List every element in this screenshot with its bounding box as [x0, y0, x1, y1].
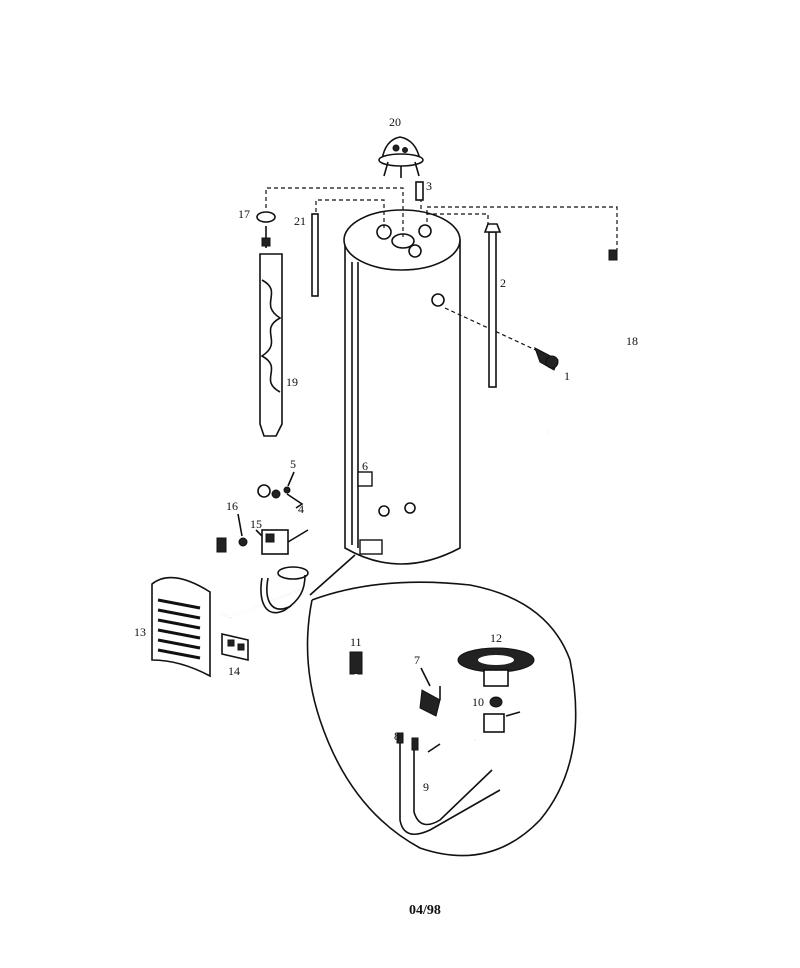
- burner-assembly: [216, 537, 309, 618]
- gas-control-valve: [261, 529, 309, 555]
- anode-rod: [483, 223, 502, 388]
- nipple-part: [415, 181, 424, 201]
- part-label-14: 14: [228, 664, 240, 678]
- part-label-16: 16: [226, 499, 238, 513]
- part-label-13: 13: [134, 625, 146, 639]
- part-label-5: 5: [290, 457, 296, 471]
- dip-tube: [311, 213, 319, 297]
- part-label-7: 7: [414, 653, 420, 667]
- part-label-2: 2: [500, 276, 506, 290]
- detail-parts: [349, 647, 535, 836]
- part-label-3: 3: [426, 179, 432, 193]
- label-plate: [357, 471, 373, 487]
- small-fittings: [257, 484, 304, 509]
- part-label-6: 6: [362, 459, 368, 473]
- part-labels: 1 2 3 4 5 6 7 8 9 10 11 12 13 14 15 16 1…: [134, 115, 638, 794]
- part-label-9: 9: [423, 780, 429, 794]
- revision-code: 04/98: [409, 903, 441, 918]
- bracket: [221, 632, 249, 662]
- part-label-11: 11: [350, 635, 362, 649]
- part-label-21: 21: [294, 214, 306, 228]
- part-label-12: 12: [490, 631, 502, 645]
- part-label-20: 20: [389, 115, 401, 129]
- part-label-10: 10: [472, 695, 484, 709]
- top-cover: [378, 136, 424, 178]
- flex-tube: [547, 249, 629, 440]
- part-label-1: 1: [564, 369, 570, 383]
- drain-valve: [534, 346, 559, 371]
- detail-bubble: [306, 554, 577, 857]
- part-label-4: 4: [298, 502, 304, 516]
- part-label-18: 18: [626, 334, 638, 348]
- part-label-15: 15: [250, 517, 262, 531]
- part-label-8: 8: [394, 729, 400, 743]
- flue-baffle: [256, 211, 283, 437]
- part-label-17: 17: [238, 207, 250, 221]
- water-heater-tank: [343, 209, 461, 565]
- small-nut: [238, 537, 248, 547]
- part-label-19: 19: [286, 375, 298, 389]
- access-door: [151, 576, 211, 678]
